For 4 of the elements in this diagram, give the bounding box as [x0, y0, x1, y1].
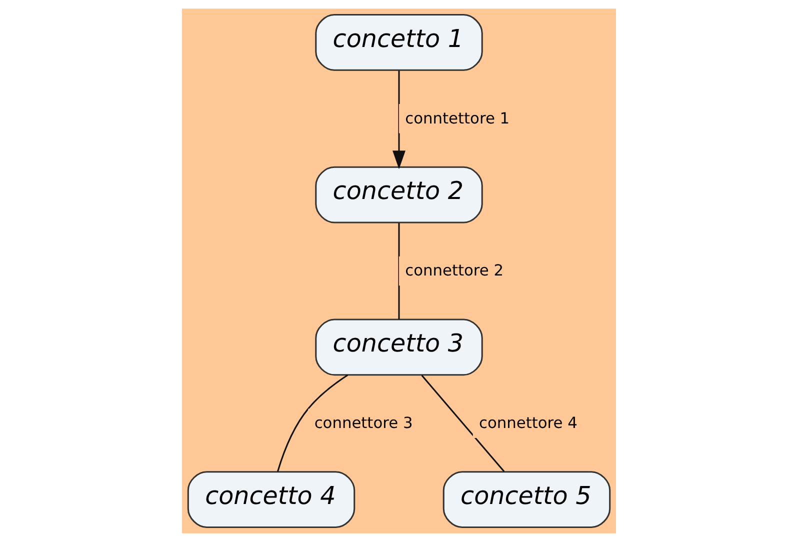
edge-label: conntettore 1	[405, 109, 510, 128]
edge-label: connettore 4	[479, 414, 578, 432]
edge-label: connettore 3	[314, 414, 413, 432]
edge-label: connettore 2	[405, 262, 504, 280]
